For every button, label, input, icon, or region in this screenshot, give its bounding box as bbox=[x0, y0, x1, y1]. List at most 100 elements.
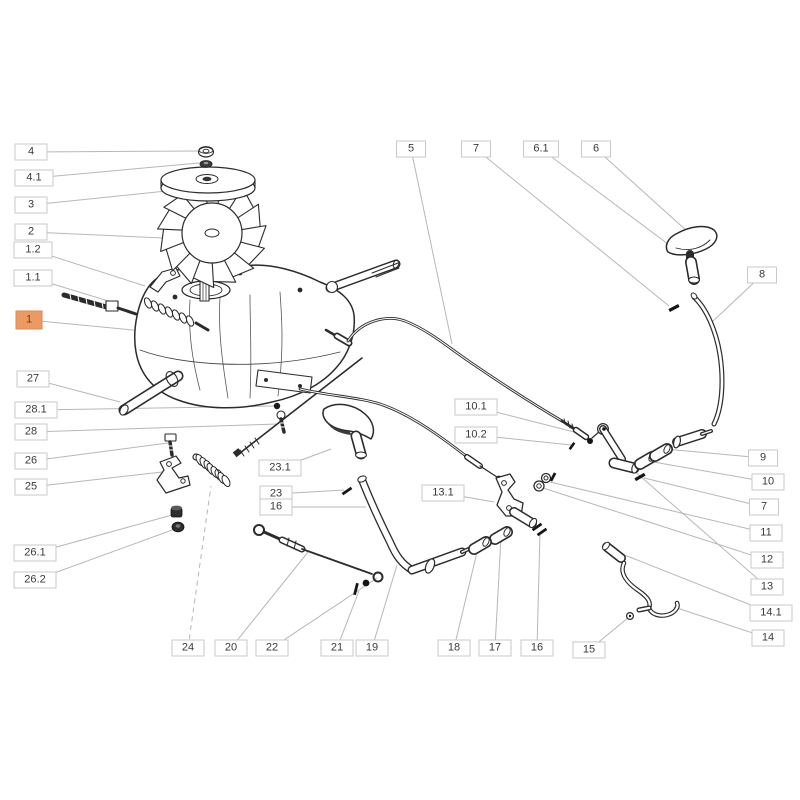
part-bushing-17 bbox=[489, 526, 513, 545]
part-pin-10-2 bbox=[568, 441, 576, 451]
part-label-9[interactable]: 9 bbox=[748, 449, 778, 467]
leader-line-17 bbox=[494, 536, 502, 649]
leader-line-28 bbox=[30, 423, 279, 433]
part-label-7-right[interactable]: 7 bbox=[749, 498, 779, 516]
leader-line-6 bbox=[595, 148, 689, 233]
part-label-15[interactable]: 15 bbox=[572, 641, 606, 659]
part-pins-16 bbox=[341, 486, 548, 537]
part-lever-bracket-13-1 bbox=[495, 473, 538, 529]
part-label-3[interactable]: 3 bbox=[14, 196, 48, 214]
part-pedal-23-1 bbox=[322, 403, 375, 460]
leader-line-2 bbox=[30, 231, 164, 239]
part-axle-shafts bbox=[118, 259, 401, 416]
leader-line-26.1 bbox=[34, 514, 173, 554]
part-bushing-18 bbox=[468, 536, 492, 555]
part-shaft-nut bbox=[197, 146, 215, 158]
part-label-1.1[interactable]: 1.1 bbox=[13, 269, 53, 287]
part-grip-14-1 bbox=[602, 541, 626, 563]
leader-line-4 bbox=[30, 150, 200, 153]
part-cable-20 bbox=[253, 524, 384, 583]
leader-line-6.1 bbox=[540, 148, 677, 251]
part-label-19[interactable]: 19 bbox=[355, 639, 389, 657]
leader-line-4.1 bbox=[33, 162, 200, 179]
part-label-17[interactable]: 17 bbox=[478, 639, 512, 657]
part-label-20[interactable]: 20 bbox=[214, 639, 248, 657]
part-pulley bbox=[160, 166, 256, 202]
part-label-26.2[interactable]: 26.2 bbox=[13, 571, 57, 589]
part-label-25[interactable]: 25 bbox=[14, 478, 48, 496]
part-label-26.1[interactable]: 26.1 bbox=[13, 544, 57, 562]
part-pin-21 bbox=[353, 579, 370, 596]
leader-line-22 bbox=[271, 577, 378, 649]
part-label-27[interactable]: 27 bbox=[16, 370, 50, 388]
part-washers-11-12 bbox=[533, 472, 557, 492]
part-label-4[interactable]: 4 bbox=[14, 143, 48, 161]
leader-line-24 bbox=[187, 485, 212, 649]
part-label-24[interactable]: 24 bbox=[171, 639, 205, 657]
leader-line-13 bbox=[623, 461, 768, 588]
part-label-26[interactable]: 26 bbox=[14, 452, 48, 470]
part-label-1.2[interactable]: 1.2 bbox=[13, 241, 53, 259]
part-cable-10 bbox=[298, 387, 502, 481]
part-crank-lever-13 bbox=[596, 423, 646, 482]
leader-line-12 bbox=[542, 487, 768, 561]
part-label-28.1[interactable]: 28.1 bbox=[14, 401, 58, 419]
part-nut-26-2 bbox=[171, 521, 185, 533]
part-label-2[interactable]: 2 bbox=[14, 223, 48, 241]
part-cooling-fan bbox=[157, 178, 267, 289]
part-label-12[interactable]: 12 bbox=[750, 551, 784, 569]
leader-line-3 bbox=[30, 189, 177, 206]
part-label-22[interactable]: 22 bbox=[255, 639, 289, 657]
leader-line-26 bbox=[30, 442, 169, 462]
leader-line-14.1 bbox=[621, 553, 772, 614]
leader-line-5 bbox=[410, 148, 453, 345]
part-label-5[interactable]: 5 bbox=[396, 140, 426, 158]
part-label-13[interactable]: 13 bbox=[750, 578, 784, 596]
part-spring-24 bbox=[192, 453, 231, 488]
part-label-11[interactable]: 11 bbox=[749, 524, 783, 542]
part-label-21[interactable]: 21 bbox=[320, 639, 354, 657]
part-label-8[interactable]: 8 bbox=[747, 266, 777, 284]
leader-line-26.2 bbox=[34, 528, 176, 581]
part-bolt-26 bbox=[164, 433, 177, 457]
part-shaft-washer bbox=[199, 160, 213, 168]
part-label-1[interactable]: 1 bbox=[15, 310, 43, 330]
leader-line-20 bbox=[230, 551, 309, 649]
part-bushing-9 bbox=[649, 443, 673, 462]
leader-line-7-right bbox=[643, 477, 765, 508]
leader-line-21 bbox=[336, 590, 360, 649]
leader-line-11 bbox=[549, 481, 767, 534]
leader-line-10 bbox=[641, 459, 769, 483]
part-label-28[interactable]: 28 bbox=[14, 423, 48, 441]
part-label-6[interactable]: 6 bbox=[581, 140, 611, 158]
leader-line-25 bbox=[30, 471, 163, 488]
part-label-18[interactable]: 18 bbox=[437, 639, 471, 657]
part-label-7-top[interactable]: 7 bbox=[461, 140, 491, 158]
part-bypass-rod-14 bbox=[620, 560, 680, 620]
part-nut-26-1 bbox=[170, 505, 183, 518]
part-label-14[interactable]: 14 bbox=[751, 629, 785, 647]
leader-line-19 bbox=[371, 564, 398, 649]
part-transaxle-housing bbox=[134, 259, 356, 409]
part-bolt-28 bbox=[273, 402, 286, 434]
part-label-10[interactable]: 10 bbox=[751, 473, 785, 491]
part-pivot-tube-19 bbox=[357, 475, 473, 575]
part-bracket-25 bbox=[156, 455, 191, 494]
leader-line-1 bbox=[28, 319, 144, 332]
part-label-23.1[interactable]: 23.1 bbox=[258, 459, 302, 477]
part-brake-rod-23 bbox=[232, 357, 363, 458]
part-label-14.1[interactable]: 14.1 bbox=[749, 604, 793, 622]
leader-line-9 bbox=[664, 448, 764, 459]
part-brake-rods bbox=[61, 292, 210, 332]
part-label-10.2[interactable]: 10.2 bbox=[454, 426, 498, 444]
part-label-10.1[interactable]: 10.1 bbox=[454, 398, 498, 416]
part-label-6.1[interactable]: 6.1 bbox=[523, 140, 559, 158]
part-label-16-bottom[interactable]: 16 bbox=[520, 639, 554, 657]
part-label-13.1[interactable]: 13.1 bbox=[421, 484, 465, 502]
part-label-16-mid[interactable]: 16 bbox=[259, 498, 293, 516]
leader-line-16-bottom bbox=[536, 532, 541, 649]
leader-line-18 bbox=[453, 547, 479, 649]
part-label-4.1[interactable]: 4.1 bbox=[14, 169, 54, 187]
